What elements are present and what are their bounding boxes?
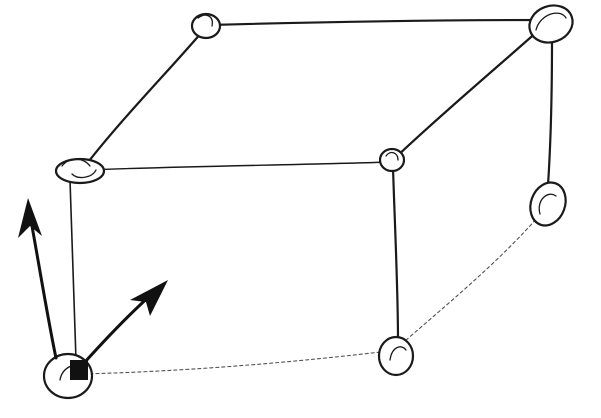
edge-bottom-right-side: [396, 209, 545, 349]
visible-edges: [69, 18, 554, 361]
axis-arrows: [18, 198, 168, 380]
vertex-bottom-front-right: [377, 335, 415, 377]
edge-top-left: [80, 23, 210, 172]
edge-top-back: [206, 18, 550, 27]
edge-top-front: [85, 161, 391, 171]
origin-marker: [70, 360, 88, 380]
hidden-edges: [77, 209, 545, 375]
edge-top-right: [391, 20, 550, 162]
vertex-top-back-right: [528, 4, 574, 44]
vertex-top-back-left: [190, 12, 222, 40]
edge-vertical-front-left: [69, 179, 77, 361]
vertex-top-front-left: [54, 157, 106, 185]
vertical-axis-arrowhead: [18, 198, 42, 238]
edge-bottom-front: [77, 349, 398, 375]
vertex-top-front-right: [378, 147, 406, 173]
vertices: [42, 4, 574, 400]
edge-vertical-front-right: [391, 166, 400, 342]
diagonal-axis-arrowhead: [130, 280, 168, 316]
diagonal-axis-arrow: [74, 280, 168, 374]
edge-vertical-back-right: [546, 38, 554, 187]
vertex-bottom-back-right: [529, 181, 567, 227]
vertical-axis-arrow: [18, 198, 58, 360]
